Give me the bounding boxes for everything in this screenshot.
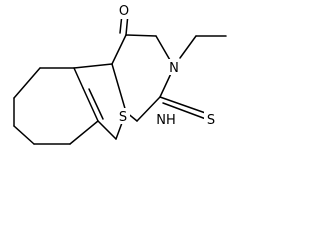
ethyl-group — [179, 35, 227, 59]
bond — [125, 34, 157, 37]
atom-label-thione-sulfur: S — [204, 111, 218, 128]
cyclohexane-ring — [13, 67, 99, 145]
bond — [13, 67, 41, 99]
bond — [88, 88, 104, 120]
bond — [97, 120, 117, 140]
bond — [69, 120, 99, 145]
bond — [136, 96, 161, 122]
nh-atom: NH — [156, 113, 176, 128]
sulfur-atom: S — [119, 110, 127, 125]
bond — [82, 87, 99, 122]
thione-sulfur-atom: S — [207, 113, 215, 128]
atom-label-nitrogen-h: NH — [154, 111, 178, 128]
atom-label-oxygen: O — [117, 3, 131, 19]
bond — [111, 34, 127, 65]
nitrogen-atom: N — [169, 61, 179, 76]
bond — [73, 63, 113, 69]
bond — [13, 125, 35, 145]
molecule-structure: O N S NH S — [13, 3, 227, 145]
bond — [111, 63, 127, 113]
bond — [73, 67, 84, 89]
thiophene-ring — [73, 63, 127, 140]
bond — [179, 35, 197, 59]
atom-label-sulfur-ring: S — [116, 108, 130, 125]
molecule-canvas: O N S NH S — [13, 3, 227, 145]
oxygen-atom: O — [119, 4, 129, 19]
atom-label-nitrogen-ethyl: N — [167, 59, 181, 76]
